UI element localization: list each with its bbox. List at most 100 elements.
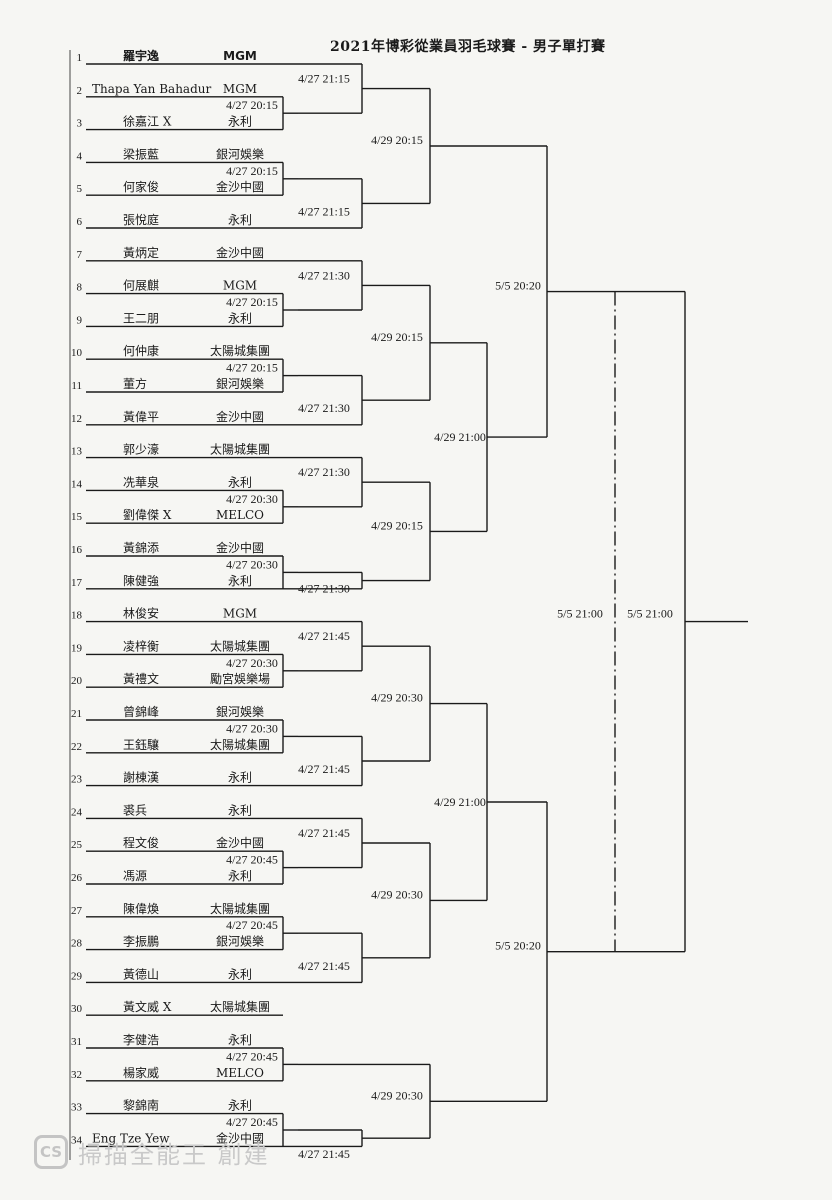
seed-number: 4 [77,150,83,162]
round2-match-time: 4/27 21:45 [298,1147,350,1161]
seed-number: 33 [71,1102,83,1114]
seed-number: 24 [71,806,83,818]
player-name: 裘兵 [123,803,147,817]
player-team: 銀河娛樂 [216,934,264,949]
camscanner-logo-icon: CS [34,1135,68,1169]
player-team: 銀河娛樂 [216,704,264,719]
seed-number: 20 [71,675,83,687]
seed-number: 14 [71,478,83,490]
player-name: 楊家威 [123,1065,159,1080]
player-name: 黃偉平 [123,410,159,424]
player-name: 張悅庭 [123,212,159,227]
player-name: 何仲康 [123,343,159,358]
player-team: 永利 [228,803,252,817]
seed-number: 3 [77,118,83,130]
seed-number: 26 [71,872,83,884]
player-team: 永利 [228,311,252,325]
seed-number: 6 [77,216,83,228]
player-name: 程文俊 [123,835,159,850]
scanner-watermark: CS 掃描全能王 創建 [34,1132,334,1172]
player-team: 永利 [228,115,252,129]
player-name: 馮源 [123,869,147,883]
seed-number: 31 [71,1036,82,1048]
page-title: 2021年博彩從業員羽毛球賽 - 男子單打賽 [330,39,606,55]
seed-number: 34 [71,1134,83,1146]
round3-match-time: 4/29 20:15 [371,518,423,532]
prelim-match-time: 4/27 20:45 [226,1049,278,1063]
player-team: 金沙中國 [216,409,264,424]
final-match-time: 5/5 21:00 [557,607,603,621]
round2-match-time: 4/27 21:30 [298,582,350,596]
player-team: 永利 [228,213,252,227]
round4-match-time: 4/29 21:00 [434,795,486,809]
player-team: 金沙中國 [216,1130,264,1145]
player-name: 陳健強 [123,574,159,588]
player-name: 林俊安 [123,606,159,621]
round2-match-time: 4/27 21:45 [298,629,350,643]
semi-match-time: 5/5 20:20 [495,939,541,953]
seed-number: 30 [71,1003,83,1015]
player-name: 劉偉傑 X [123,507,172,522]
seed-number: 5 [77,183,83,195]
round2-match-time: 4/27 21:30 [298,465,350,479]
seed-number: 32 [71,1069,82,1081]
player-team: MGM [223,279,257,293]
prelim-match-time: 4/27 20:30 [226,721,278,735]
round2-match-time: 4/27 21:15 [298,204,350,218]
player-team: 銀河娛樂 [216,146,264,161]
player-name: 冼華泉 [123,475,159,489]
player-team: 永利 [228,967,252,981]
seed-number: 12 [71,413,82,425]
prelim-match-time: 4/27 20:15 [226,98,278,112]
seed-number: 29 [71,970,83,982]
seed-number: 2 [77,85,83,97]
round2-match-time: 4/27 21:30 [298,401,350,415]
seed-number: 13 [71,446,83,458]
prelim-match-time: 4/27 20:45 [226,853,278,867]
player-name: 黃炳定 [123,245,159,260]
round3-match-time: 4/29 20:15 [371,330,423,344]
round2-match-time: 4/27 21:45 [298,826,350,840]
player-name: 何展麒 [123,278,159,293]
seed-number: 27 [71,905,83,917]
seed-number: 7 [77,249,83,261]
round3-match-time: 4/29 20:30 [371,1088,423,1102]
player-team: MGM [223,49,257,63]
player-name: 黃錦添 [123,540,159,555]
player-team: 金沙中國 [216,835,264,850]
prelim-match-time: 4/27 20:30 [226,557,278,571]
player-team: 太陽城集團 [210,638,270,653]
prelim-match-time: 4/27 20:15 [226,295,278,309]
player-name: 謝棟漢 [123,770,159,785]
round3-match-time: 4/29 20:30 [371,887,423,901]
player-team: 永利 [228,574,252,588]
seed-number: 8 [77,282,83,294]
prelim-match-time: 4/27 20:45 [226,918,278,932]
player-name: 何家俊 [123,179,159,194]
player-team: 銀河娛樂 [216,376,264,391]
player-team: 金沙中國 [216,179,264,194]
seed-number: 22 [71,741,82,753]
player-team: 太陽城集團 [210,343,270,358]
seed-number: 11 [71,380,82,392]
player-name: 董方 [123,376,147,391]
player-team: 永利 [228,869,252,883]
watermark-text: 掃描全能王 創建 [78,1140,270,1169]
seed-number: 9 [77,314,83,326]
player-team: 太陽城集團 [210,442,270,457]
seed-number: 21 [71,708,82,720]
player-team: 太陽城集團 [210,737,270,752]
player-team: 太陽城集團 [210,901,270,916]
seed-number: 19 [71,642,83,654]
player-name: 王鈺驤 [123,737,159,752]
player-name: 羅宇逸 [123,48,159,63]
prelim-match-time: 4/27 20:30 [226,656,278,670]
player-name: Thapa Yan Bahadur [92,82,211,96]
seed-number: 23 [71,774,83,786]
round4-match-time: 4/29 21:00 [434,430,486,444]
player-name: 王二朋 [123,311,159,325]
final-match-time: 5/5 21:00 [627,607,673,621]
player-team: MGM [223,82,257,96]
